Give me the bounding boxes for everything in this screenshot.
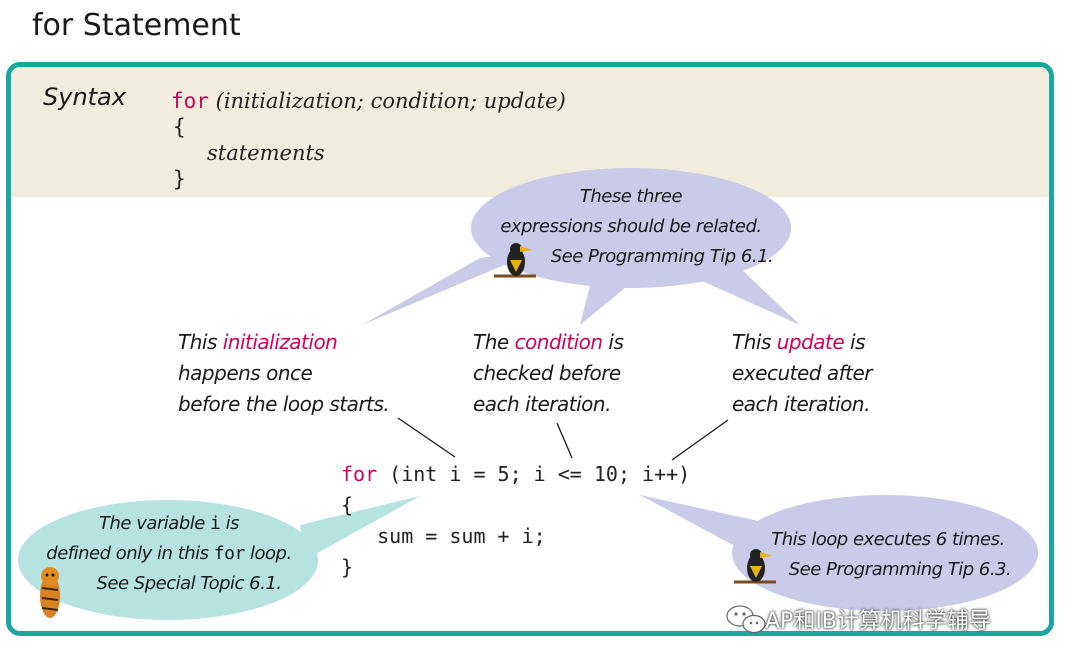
note-update-highlight: update bbox=[776, 330, 845, 354]
left-bubble-tail bbox=[300, 496, 420, 560]
syntax-initialization: initialization bbox=[223, 89, 357, 113]
syntax-brace-open: { bbox=[173, 115, 186, 139]
note-init-highlight: initialization bbox=[222, 330, 338, 354]
note-update-post: is bbox=[844, 330, 866, 354]
syntax-close-paren: ) bbox=[557, 89, 566, 113]
right-bubble bbox=[732, 495, 1038, 611]
syntax-band bbox=[11, 67, 1049, 197]
note-condition: The condition is checked before each ite… bbox=[473, 327, 624, 420]
top-bubble-tail-left bbox=[362, 250, 540, 325]
code-brace-open: { bbox=[341, 493, 354, 517]
syntax-brace-close: } bbox=[173, 167, 186, 191]
left-bubble-line2-pre: defined only in this bbox=[46, 543, 214, 564]
syntax-header-line: for (initialization; condition; update) bbox=[171, 89, 566, 113]
right-bubble-line1: This loop executes 6 times. bbox=[771, 529, 1005, 550]
left-bubble-line2-post: loop. bbox=[244, 543, 292, 564]
code-for-keyword: for bbox=[341, 462, 378, 486]
code-for-header: (int i = 5; i <= 10; i++) bbox=[377, 462, 691, 486]
right-bubble-line2: See Programming Tip 6.3. bbox=[788, 559, 1012, 580]
note-cond-line2: checked before bbox=[473, 361, 621, 385]
top-bubble-line1: These three bbox=[579, 186, 683, 207]
top-bubble-tail-middle bbox=[580, 285, 625, 325]
syntax-statements: statements bbox=[207, 141, 325, 165]
left-bubble-for-code: for bbox=[213, 543, 246, 564]
note-update-line2: executed after bbox=[732, 361, 872, 385]
left-bubble-var-i: i bbox=[210, 513, 221, 534]
left-bubble bbox=[18, 500, 318, 620]
note-cond-post: is bbox=[602, 330, 624, 354]
note-update-line3: each iteration. bbox=[732, 392, 870, 416]
note-initialization: This initialization happens once before … bbox=[178, 327, 390, 420]
note-cond-highlight: condition bbox=[514, 330, 603, 354]
note-update: This update is executed after each itera… bbox=[732, 327, 872, 420]
note-init-pre: This bbox=[178, 330, 223, 354]
syntax-condition: condition bbox=[370, 89, 470, 113]
left-bubble-line3: See Special Topic 6.1. bbox=[96, 573, 282, 594]
code-for-line: for (int i = 5; i <= 10; i++) bbox=[341, 462, 690, 486]
page-title: for Statement bbox=[32, 8, 241, 43]
code-body: sum = sum + i; bbox=[341, 524, 546, 548]
syntax-open-paren: ( bbox=[208, 89, 224, 113]
syntax-label: Syntax bbox=[43, 83, 126, 111]
left-bubble-line1-post: is bbox=[220, 513, 240, 534]
tiger-icon bbox=[40, 567, 60, 618]
code-brace-close: } bbox=[341, 555, 354, 579]
connector-update bbox=[671, 419, 729, 461]
syntax-separator: ; bbox=[469, 89, 484, 113]
syntax-separator: ; bbox=[356, 89, 371, 113]
top-bubble-tail-right bbox=[700, 268, 800, 325]
left-bubble-text: The variable i is defined only in this f… bbox=[22, 509, 316, 599]
left-bubble-line1-pre: The variable bbox=[99, 513, 211, 534]
connector-initialization bbox=[397, 417, 456, 458]
note-cond-line3: each iteration. bbox=[473, 392, 611, 416]
note-init-line3: before the loop starts. bbox=[178, 392, 390, 416]
wechat-icon bbox=[726, 605, 766, 634]
top-bubble-text: These three expressions should be relate… bbox=[471, 182, 791, 272]
connector-condition bbox=[556, 422, 573, 459]
watermark-text: AP和IB计算机科学辅导 bbox=[765, 609, 991, 634]
note-cond-pre: The bbox=[473, 330, 515, 354]
syntax-for-keyword: for bbox=[171, 89, 209, 113]
note-update-pre: This bbox=[732, 330, 777, 354]
top-bubble-line3: See Programming Tip 6.1. bbox=[550, 246, 774, 267]
bird-icon bbox=[494, 243, 536, 278]
bird-icon bbox=[734, 549, 776, 584]
top-bubble bbox=[471, 168, 791, 288]
syntax-update: update bbox=[483, 89, 558, 113]
right-bubble-text: This loop executes 6 times. See Programm… bbox=[748, 525, 1028, 585]
top-bubble-line2: expressions should be related. bbox=[500, 216, 762, 237]
note-init-line2: happens once bbox=[178, 361, 313, 385]
